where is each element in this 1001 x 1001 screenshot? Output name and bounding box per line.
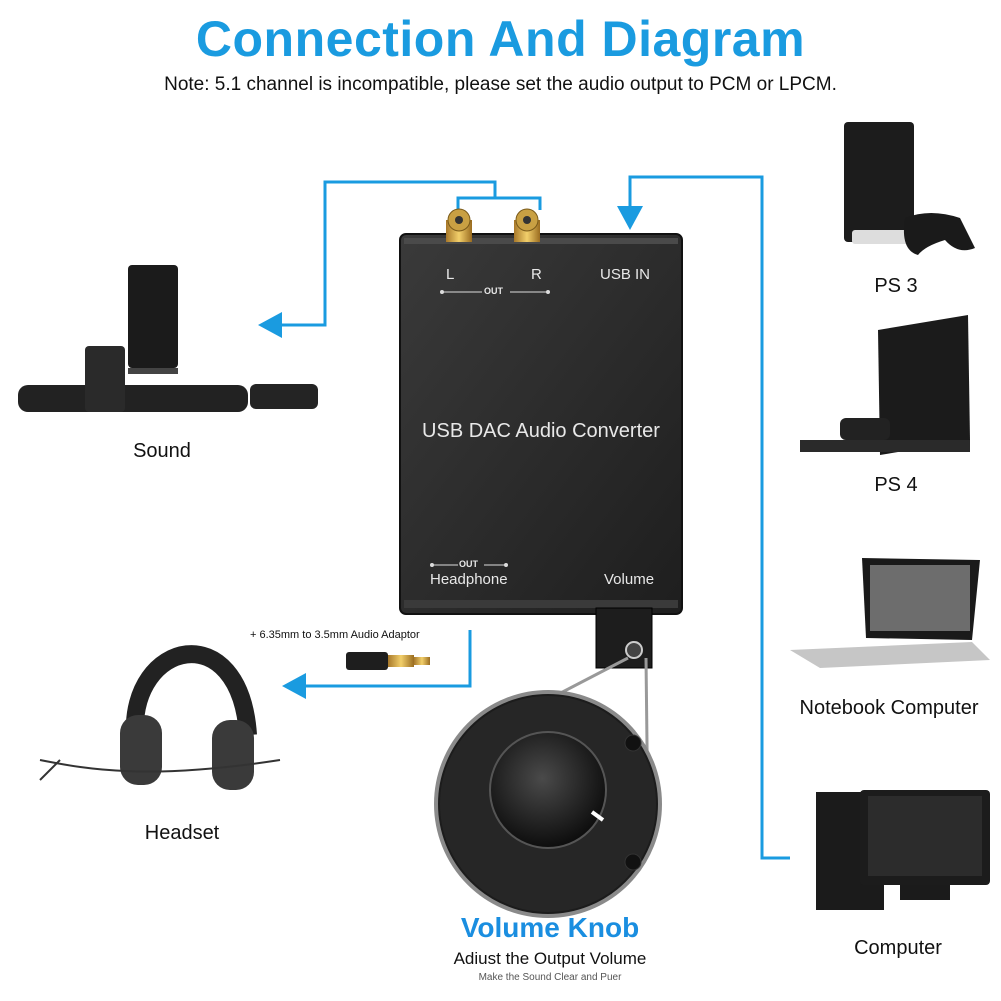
arrow-to-usb-in — [617, 206, 643, 230]
ps4-label: PS 4 — [874, 474, 918, 496]
volume-knob-subtitle: Adiust the Output Volume — [453, 949, 647, 968]
headset-label: Headset — [144, 822, 220, 844]
volume-knob-title: Volume Knob — [460, 912, 640, 943]
usb-in-line — [628, 175, 790, 860]
ps3-label: PS 3 — [874, 275, 918, 297]
headset-image — [39, 645, 281, 790]
compatibility-note: Note: 5.1 channel is incompatible, pleas… — [164, 74, 837, 95]
headphone-to-headset-line — [300, 630, 472, 688]
rca-left-jack — [446, 208, 472, 242]
arrow-to-headset — [282, 673, 306, 699]
device-name: USB DAC Audio Converter — [422, 420, 660, 442]
ps4-image — [800, 315, 970, 455]
sound-system-image — [18, 265, 318, 412]
adaptor-label: + 6.35mm to 3.5mm Audio Adaptor — [250, 629, 420, 641]
out-label: OUT — [484, 286, 503, 296]
computer-image — [816, 790, 990, 910]
volume-knob-caption: Make the Sound Clear and Puer — [478, 972, 622, 983]
rca-to-sound-line — [280, 180, 542, 327]
usb-in-label: USB IN — [600, 266, 651, 283]
headphone-out-label: OUT — [459, 559, 478, 569]
volume-knob-zoom — [434, 690, 662, 918]
left-channel-label: L — [446, 266, 455, 283]
notebook-label: Notebook Computer — [799, 697, 979, 719]
computer-label: Computer — [854, 937, 942, 959]
volume-label: Volume — [604, 571, 655, 588]
page-title: Connection And Diagram — [195, 11, 806, 67]
sound-label: Sound — [133, 440, 191, 462]
right-channel-label: R — [531, 266, 542, 283]
headphone-label: Headphone — [430, 571, 508, 588]
notebook-image — [790, 558, 990, 668]
audio-adaptor-image — [346, 652, 430, 670]
dac-device — [399, 208, 683, 669]
rca-right-jack — [514, 208, 540, 242]
connection-lines — [280, 175, 790, 860]
ps3-image — [844, 122, 975, 255]
arrow-to-sound — [258, 312, 282, 338]
